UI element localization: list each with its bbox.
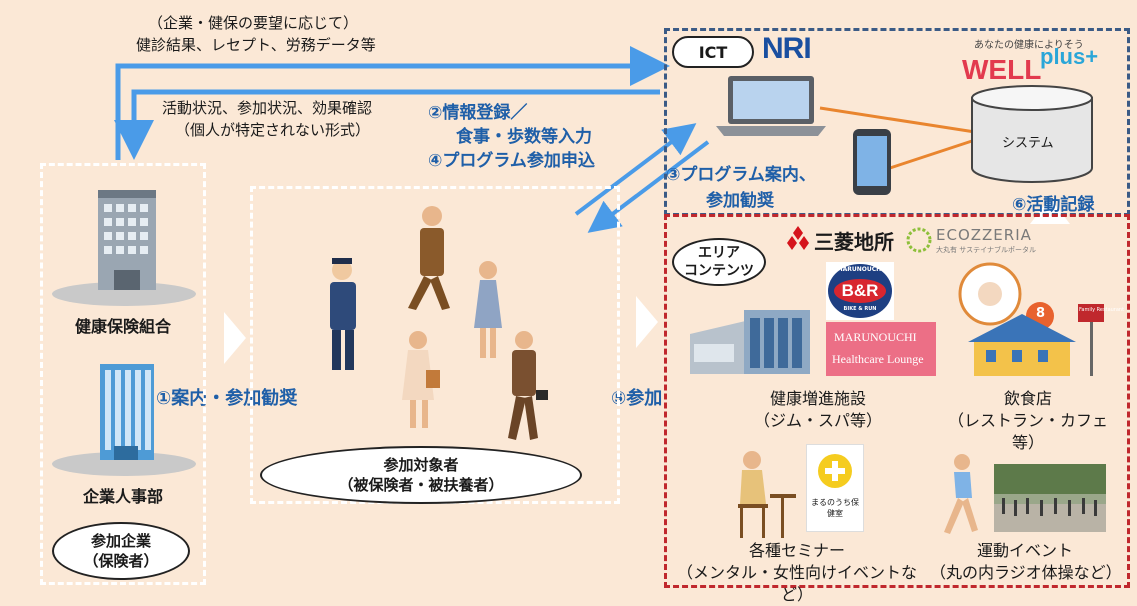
nri-logo: NRI bbox=[762, 32, 812, 65]
healthcare-lounge-logo: MARUNOUCHI Healthcare Lounge bbox=[826, 322, 936, 376]
system-label: システム bbox=[1002, 136, 1054, 151]
guide-arrow bbox=[587, 140, 710, 233]
mitsubishi-diamonds-icon bbox=[787, 226, 809, 250]
restaurant-label: 飲食店（レストラン・カフェ等） bbox=[947, 389, 1108, 452]
radio-exercise-photo bbox=[994, 464, 1106, 532]
health-insurance-label: 健康保険組合 bbox=[74, 317, 171, 336]
seminar-woman-icon bbox=[738, 451, 796, 538]
wellplus-logo-main: WELL bbox=[962, 54, 1042, 85]
fitness-building-icon bbox=[690, 310, 810, 374]
return-note-line1: 活動状況、参加状況、効果確認 bbox=[162, 99, 373, 117]
step1-label: ①案内・参加勧奨 bbox=[156, 388, 298, 409]
participating-companies-badge: 参加企業（保険者） bbox=[52, 522, 190, 580]
register-arrow bbox=[574, 123, 697, 216]
chevron-right-icon bbox=[636, 296, 658, 348]
seminar-label: 各種セミナー（メンタル・女性向けイベントなど） bbox=[676, 541, 917, 604]
restaurant-building-icon bbox=[958, 262, 1104, 376]
hr-department-label: 企業人事部 bbox=[82, 487, 163, 506]
ict-label: ICT bbox=[672, 36, 754, 68]
exercise-event-label: 運動イベント（丸の内ラジオ体操など） bbox=[930, 541, 1122, 582]
participants-badge: 参加対象者（被保険者・被扶養者） bbox=[260, 446, 582, 504]
wellplus-logo-plus: plus+ bbox=[1040, 44, 1099, 69]
mitsubishi-estate-logo: 三菱地所 bbox=[814, 230, 894, 254]
step3-label: ③プログラム案内、 bbox=[666, 165, 816, 185]
step5-label: ⑤参加 bbox=[611, 388, 663, 409]
wellplus-tagline: あなたの健康によりそう bbox=[974, 40, 1084, 51]
ecozzeria-leaf-icon bbox=[906, 227, 932, 253]
area-contents-panel bbox=[664, 214, 1130, 588]
top-note-line1: （企業・健保の要望に応じて） bbox=[148, 14, 359, 32]
ecozzeria-logo: ECOZZERIA bbox=[936, 226, 1032, 244]
participants-people-illustration bbox=[330, 206, 548, 440]
flow-arrows bbox=[114, 46, 1070, 233]
step6-label: ⑥活動記録 bbox=[1012, 195, 1095, 215]
area-contents-badge: エリアコンテンツ bbox=[672, 238, 766, 286]
laptop-icon bbox=[716, 76, 826, 136]
chevron-right-icon bbox=[224, 312, 246, 364]
step2-sub: 食事・歩数等入力 bbox=[456, 127, 592, 147]
health-insurance-building-icon bbox=[52, 190, 196, 306]
runner-icon bbox=[944, 454, 978, 534]
system-database-icon bbox=[971, 85, 1093, 183]
ecozzeria-sub: 大丸有 サステイナブルポータル bbox=[936, 246, 1036, 254]
step3-sub: 参加勧奨 bbox=[706, 191, 774, 211]
bike-run-logo: MARUNOUCHI B&R BIKE & RUN bbox=[826, 262, 894, 320]
smartphone-icon bbox=[853, 129, 891, 195]
fitness-facility-label: 健康増進施設（ジム・スパ等） bbox=[753, 389, 882, 430]
step4-label: ④プログラム参加申込 bbox=[428, 151, 595, 171]
activity-record-arrowhead bbox=[1030, 198, 1070, 224]
restaurant-badge: 8 bbox=[1036, 306, 1046, 321]
restaurant-sign: Family Restaurant bbox=[1079, 307, 1125, 313]
hr-department-building-icon bbox=[52, 364, 196, 476]
return-note-line2: （個人が特定されない形式） bbox=[175, 121, 371, 139]
participating-companies-panel bbox=[40, 163, 206, 585]
top-note-line2: 健診結果、レセプト、労務データ等 bbox=[136, 36, 376, 54]
hokenshitsu-logo: まるのうち保健室 bbox=[806, 444, 864, 532]
step2-label: ②情報登録／ bbox=[428, 103, 528, 123]
return-arrow bbox=[114, 89, 660, 160]
